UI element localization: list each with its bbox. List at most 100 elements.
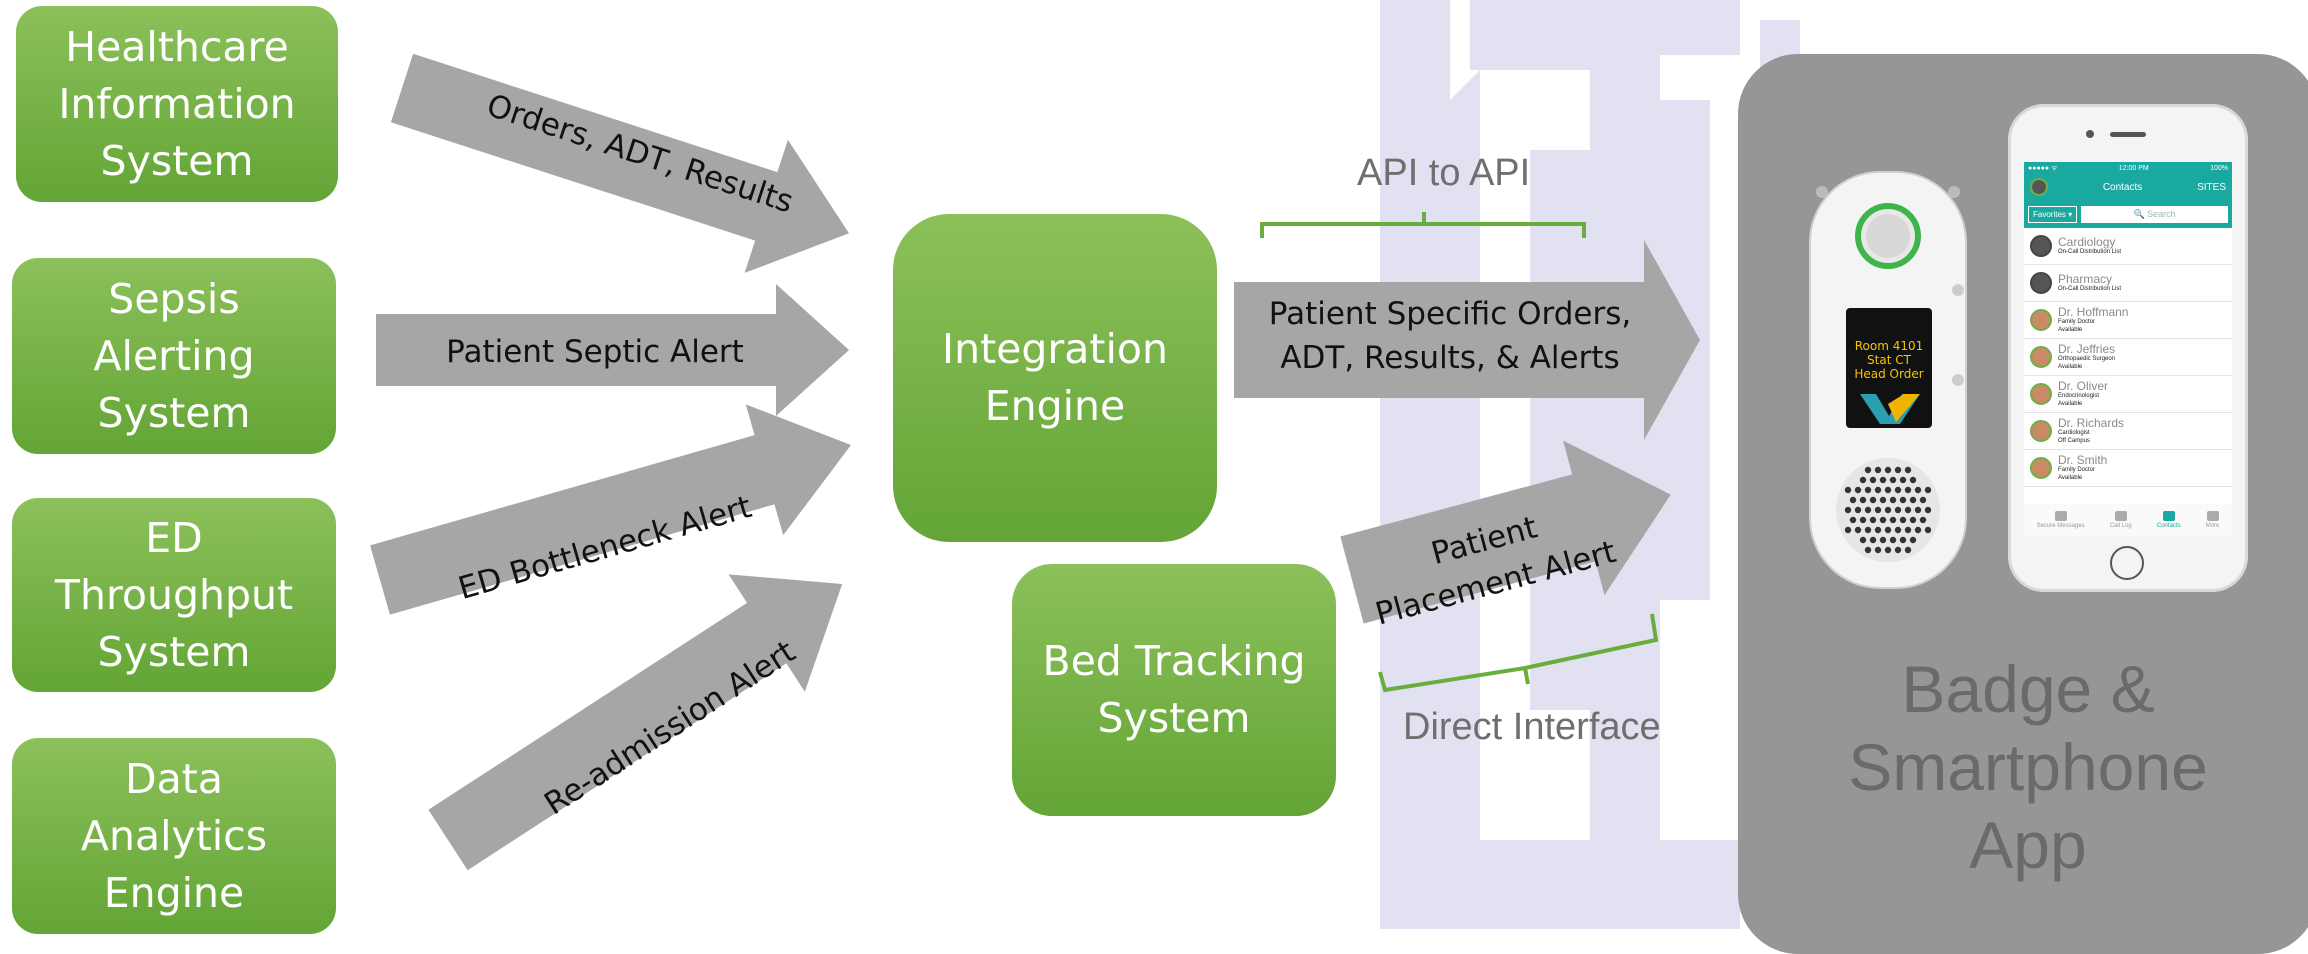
direct-bracket	[1378, 613, 1659, 693]
speaker-hole	[1919, 516, 1927, 524]
tab-contacts[interactable]: Contacts	[2157, 511, 2181, 529]
contact-status: Available	[2058, 475, 2083, 481]
contacts-icon	[2162, 511, 2175, 521]
speaker-hole	[1844, 506, 1852, 514]
contact-status: Available	[2058, 364, 2083, 370]
speaker-hole	[1854, 506, 1862, 514]
bed-tracking-label-line: System	[1097, 694, 1251, 742]
phone-icon	[2114, 511, 2127, 521]
integration-engine-box: Integration Engine	[893, 214, 1217, 542]
source-label-line: System	[97, 627, 251, 676]
speaker-hole	[1874, 506, 1882, 514]
sites-button[interactable]: SITES	[2197, 181, 2226, 193]
speaker-hole	[1924, 486, 1932, 494]
avatar	[2030, 420, 2052, 442]
speaker-hole	[1914, 486, 1922, 494]
speaker-hole	[1889, 476, 1897, 484]
speaker-hole	[1844, 526, 1852, 534]
speaker-hole	[1909, 516, 1917, 524]
avatar	[2030, 457, 2052, 479]
badge-screen-line: Room 4101	[1855, 339, 1924, 353]
speaker-hole	[1924, 506, 1932, 514]
source-label-line: Engine	[103, 868, 245, 917]
speaker-hole	[1894, 546, 1902, 554]
tab-secure-messages[interactable]: Secure Messages	[2037, 511, 2085, 529]
arrow-patient-specific	[1234, 240, 1700, 440]
speaker-hole	[1844, 486, 1852, 494]
speaker-hole	[1864, 486, 1872, 494]
source-label-line: Throughput	[54, 570, 294, 619]
direct-interface-label: Direct Interface	[1403, 706, 1661, 748]
speaker-hole	[1904, 466, 1912, 474]
contact-name: Dr. Hoffmann	[2058, 305, 2129, 319]
phone-tab-bar: Secure Messages Call Log Contacts More	[2024, 504, 2232, 536]
speaker-hole	[1914, 526, 1922, 534]
bed-tracking-system-box: Bed Tracking System	[1012, 564, 1336, 816]
speaker-hole	[1879, 476, 1887, 484]
status-battery: 100%	[2210, 164, 2228, 172]
speaker-hole	[1869, 496, 1877, 504]
speaker-hole	[1884, 526, 1892, 534]
phone-header: Contacts SITES	[2024, 174, 2232, 200]
group-icon	[2030, 272, 2052, 294]
phone-speaker-icon	[2110, 132, 2146, 137]
tab-label: Contacts	[2156, 523, 2181, 529]
speaker-hole	[1869, 476, 1877, 484]
vocera-badge: Room 4101 Stat CT Head Order	[1809, 171, 1967, 589]
panel-title-line: App	[1969, 808, 2087, 882]
arrow-label-patient-specific: Patient Specific Orders, ADT, Results, &…	[1240, 292, 1660, 380]
phone-header-title: Contacts	[2102, 181, 2143, 193]
speaker-hole	[1904, 486, 1912, 494]
source-data-analytics-engine: Data Analytics Engine	[12, 738, 336, 934]
contact-status: Off Campus	[2058, 438, 2090, 444]
speaker-hole	[1849, 516, 1857, 524]
contact-name: Dr. Richards	[2058, 416, 2125, 430]
arrow-septic	[376, 284, 849, 416]
contact-role: Endocrinologist	[2058, 393, 2100, 399]
bed-tracking-label-line: Bed Tracking	[1042, 637, 1306, 685]
messages-icon	[2054, 511, 2067, 521]
contact-name: Dr. Smith	[2058, 453, 2108, 467]
tab-call-log[interactable]: Call Log	[2110, 511, 2132, 529]
home-button[interactable]	[2110, 546, 2144, 580]
speaker-hole	[1924, 526, 1932, 534]
arrow-label-line: Patient Specific Orders,	[1268, 296, 1632, 332]
avatar	[2030, 383, 2052, 405]
speaker-hole	[1899, 536, 1907, 544]
phone-filter-row: Favorites ▾ 🔍 Search	[2024, 200, 2232, 228]
phone-camera-icon	[2086, 130, 2094, 138]
search-input[interactable]: 🔍 Search	[2081, 205, 2228, 223]
user-avatar[interactable]	[2030, 178, 2048, 196]
tab-more[interactable]: More	[2206, 511, 2219, 529]
api-bracket	[1260, 212, 1586, 238]
speaker-hole	[1879, 516, 1887, 524]
source-label-line: Data	[125, 754, 223, 803]
speaker-hole	[1899, 516, 1907, 524]
tab-label: Secure Messages	[2036, 523, 2085, 529]
badge-screen-line: Stat CT	[1867, 353, 1912, 367]
phone-screen: ●●●●● ᯤ 12:00 PM 100% Contacts SITES Fav…	[2024, 162, 2232, 536]
speaker-hole	[1884, 506, 1892, 514]
more-icon	[2206, 511, 2219, 521]
speaker-hole	[1889, 536, 1897, 544]
favorites-dropdown[interactable]: Favorites ▾	[2028, 205, 2078, 223]
speaker-hole	[1894, 506, 1902, 514]
contact-name: Pharmacy	[2058, 272, 2113, 286]
integration-label-line: Integration	[942, 325, 1168, 373]
contact-name: Cardiology	[2058, 235, 2116, 249]
speaker-hole	[1904, 546, 1912, 554]
contact-role: Cardiologist	[2058, 430, 2090, 436]
